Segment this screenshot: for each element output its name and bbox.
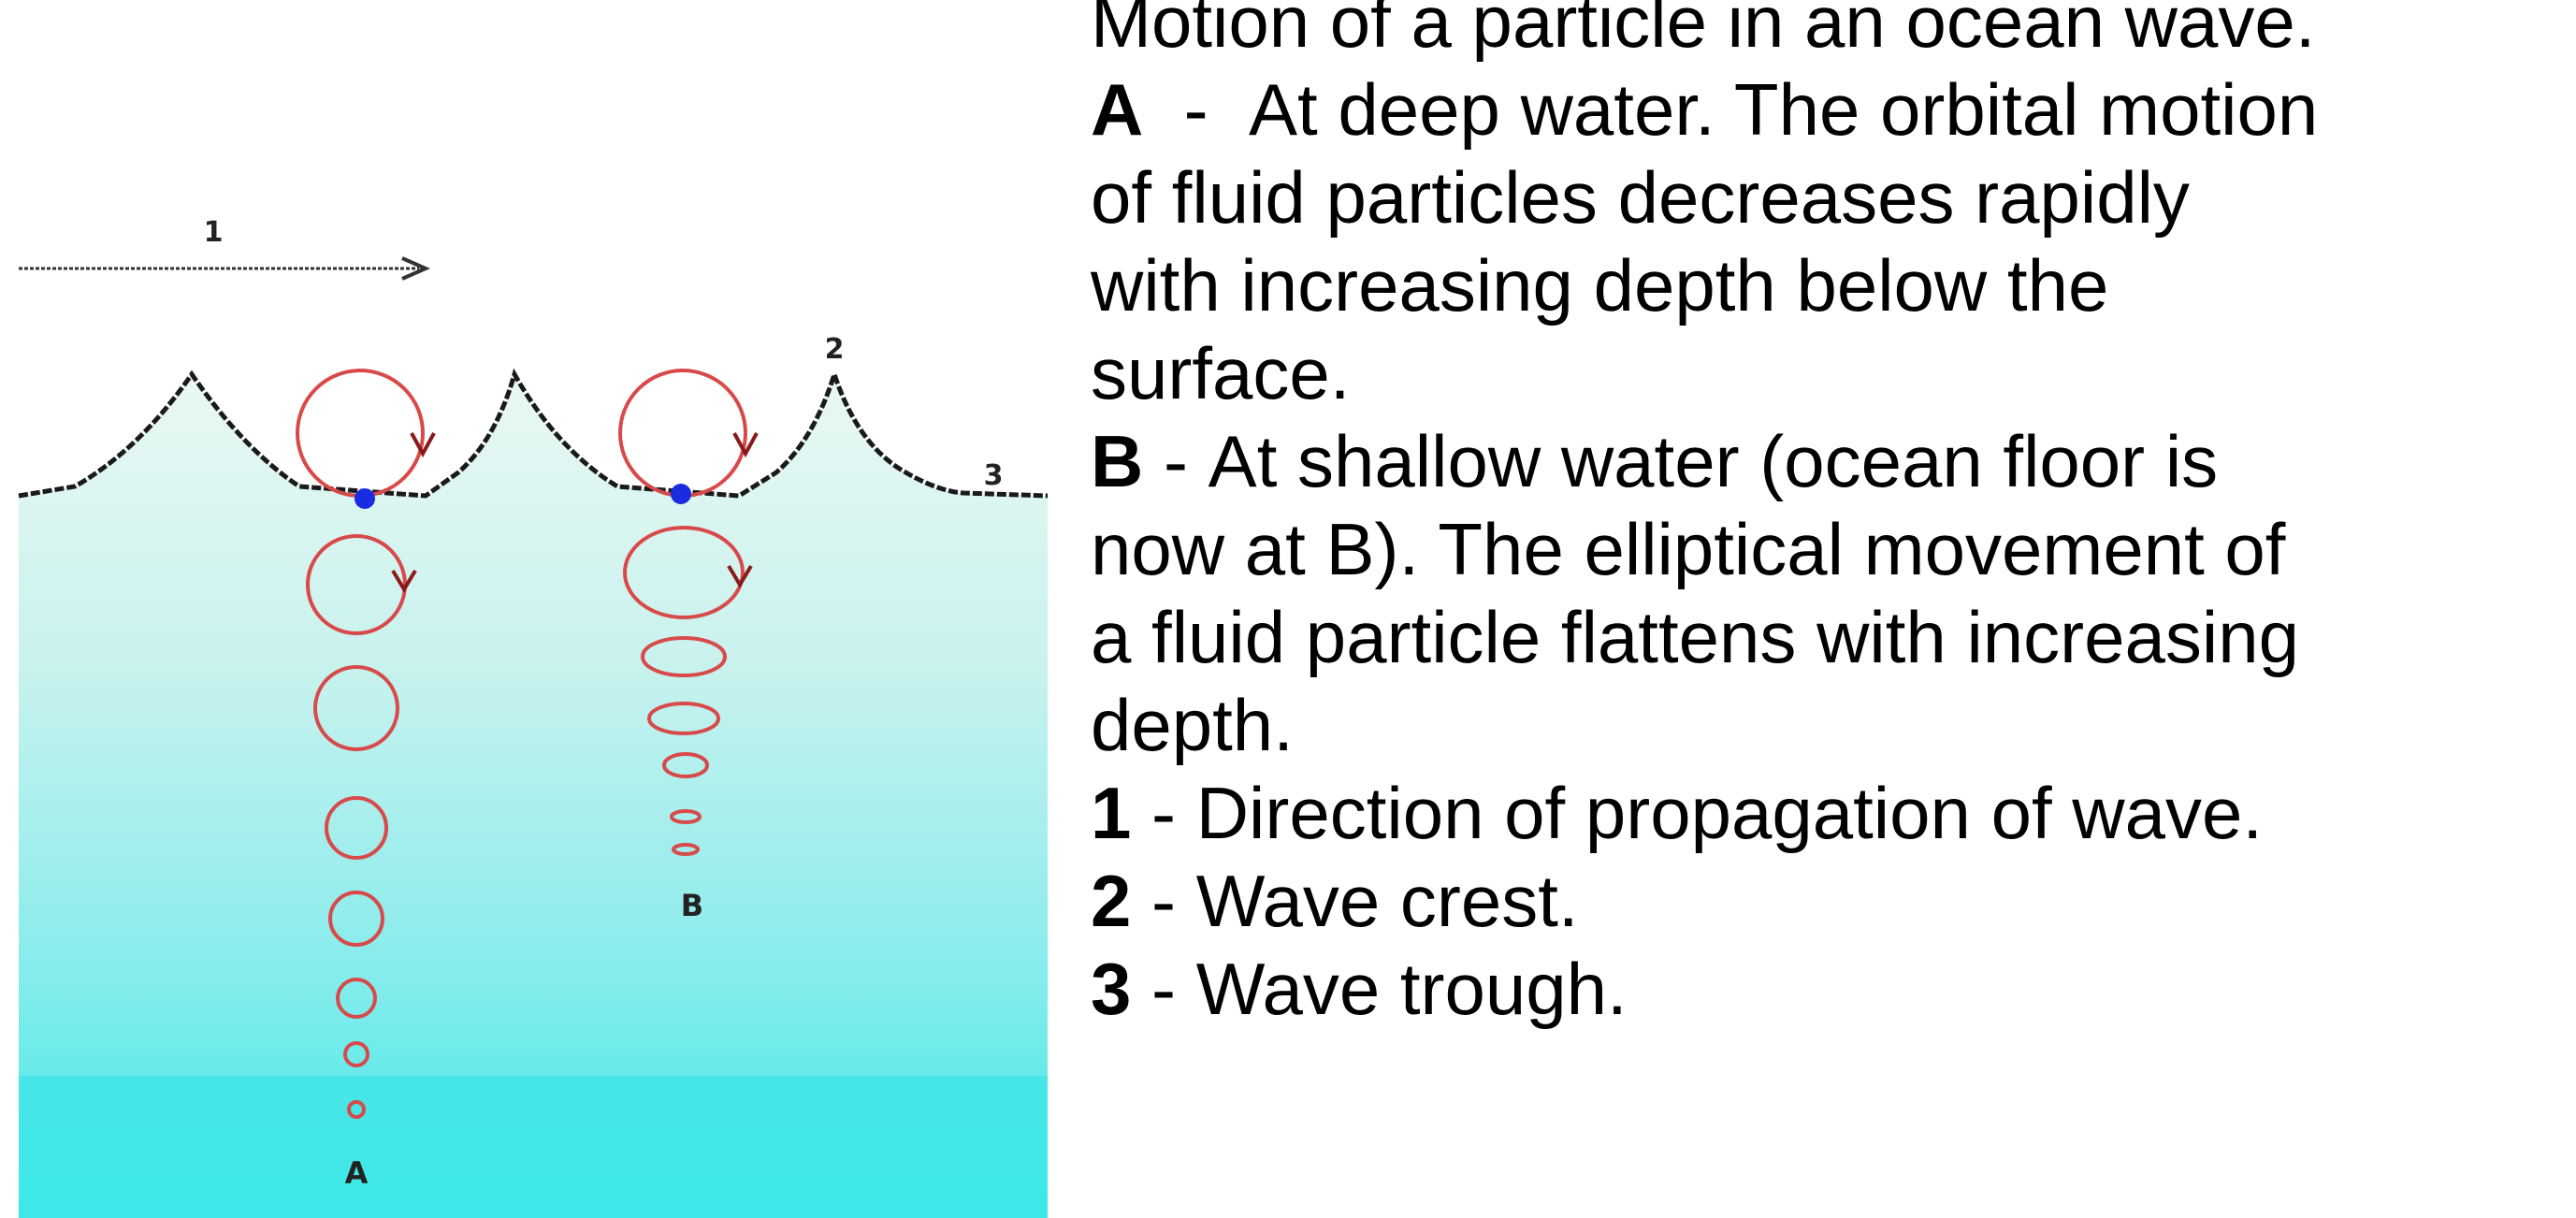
label-trough: 3 xyxy=(984,459,1004,492)
caption-line: B - At shallow water (ocean floor is xyxy=(1091,420,2219,502)
particle-b xyxy=(671,484,691,504)
orbit-a-1 xyxy=(296,369,425,498)
caption-line: of fluid particles decreases rapidly xyxy=(1091,153,2569,241)
caption-text: Direction of propagation of wave. xyxy=(1195,772,2264,854)
orbit-a-5 xyxy=(328,891,384,947)
caption-line: 3 - Wave trough. xyxy=(1091,948,1628,1030)
caption-text: a fluid particle flattens with increasin… xyxy=(1091,596,2299,678)
label-shallow-water: B xyxy=(681,888,703,923)
caption-key: 1 xyxy=(1091,772,1132,854)
orbit-b-2 xyxy=(623,526,745,619)
caption-text: of fluid particles decreases rapidly xyxy=(1091,156,2190,239)
label-direction: 1 xyxy=(204,216,224,249)
caption-text: with increasing depth below the xyxy=(1091,244,2109,326)
caption-line: surface. xyxy=(1091,329,2569,417)
caption-line: now at B). The elliptical movement of xyxy=(1091,505,2569,593)
orbit-a-8 xyxy=(347,1100,366,1119)
orbit-b-6 xyxy=(670,809,702,824)
orbit-direction-arrows-a xyxy=(391,432,436,593)
caption-line: 2 - Wave crest. xyxy=(1091,860,1579,942)
wave-surface-line xyxy=(18,366,1048,499)
orbit-a-6 xyxy=(336,978,377,1019)
particle-a xyxy=(355,488,375,509)
orbit-b-5 xyxy=(662,752,709,778)
caption-text: At shallow water (ocean floor is xyxy=(1208,420,2219,502)
caption-line: a fluid particle flattens with increasin… xyxy=(1091,593,2569,681)
orbit-a-4 xyxy=(325,796,388,860)
caption-key: A xyxy=(1091,68,1144,151)
orbit-b-4 xyxy=(647,702,720,735)
caption-line: depth. xyxy=(1091,681,2569,769)
label-crest: 2 xyxy=(825,333,845,366)
orbit-b-1 xyxy=(618,369,747,498)
caption-line: with increasing depth below the xyxy=(1091,241,2569,329)
caption-key: 2 xyxy=(1091,860,1132,942)
caption-entry-3: 3 - Wave trough. xyxy=(1091,945,2569,1033)
wave-motion-diagram: 1 2 3 A B xyxy=(18,216,1048,1218)
orbit-a-3 xyxy=(313,665,399,751)
caption-key: B xyxy=(1091,420,1144,502)
caption-entry-2: 2 - Wave crest. xyxy=(1091,857,2569,945)
orbit-direction-arrows-b xyxy=(727,432,759,588)
caption-key: 3 xyxy=(1091,948,1132,1030)
orbit-b-3 xyxy=(641,636,727,677)
diagram-caption: Motion of a particle in an ocean wave. A… xyxy=(1091,0,2569,1033)
caption-title: Motion of a particle in an ocean wave. xyxy=(1091,0,2316,63)
caption-line: A - At deep water. The orbital motion xyxy=(1091,68,2319,151)
orbit-a-7 xyxy=(343,1041,369,1067)
water-body xyxy=(19,374,1048,1218)
label-deep-water: A xyxy=(345,1155,369,1191)
caption-text: depth. xyxy=(1091,684,1294,766)
caption-text: Wave trough. xyxy=(1195,948,1628,1030)
propagation-arrow xyxy=(19,256,430,281)
caption-line: 1 - Direction of propagation of wave. xyxy=(1091,772,2264,854)
caption-entry-1: 1 - Direction of propagation of wave. xyxy=(1091,769,2569,857)
orbit-b-7 xyxy=(672,843,700,856)
caption-text: Wave crest. xyxy=(1195,860,1579,942)
caption-text: At deep water. The orbital motion xyxy=(1249,68,2319,151)
caption-text: now at B). The elliptical movement of xyxy=(1091,508,2286,590)
caption-text: surface. xyxy=(1091,332,1351,414)
deep-water-band xyxy=(19,1076,1048,1218)
